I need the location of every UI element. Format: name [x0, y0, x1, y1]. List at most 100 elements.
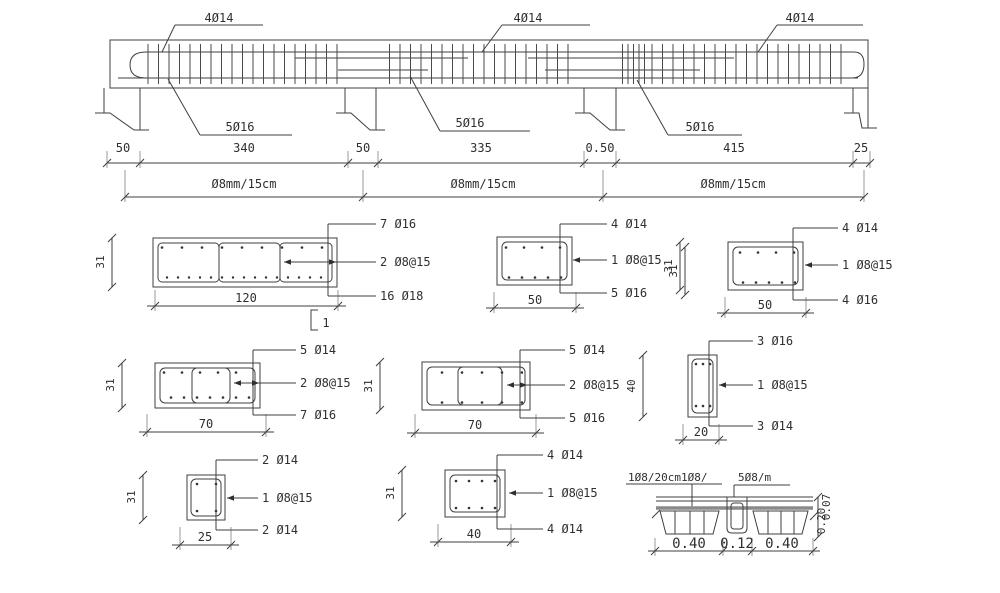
s8-width-dim: 40: [467, 527, 481, 541]
span-dim-1: 340: [233, 141, 255, 155]
top-rebar-label-1: 4Ø14: [205, 11, 234, 25]
s4-mid-label: 2 Ø8@15: [300, 376, 351, 390]
s7-top-label: 2 Ø14: [262, 453, 298, 467]
s6-top-label: 3 Ø16: [757, 334, 793, 348]
top-rebar-callout-1: 4Ø14: [161, 11, 263, 53]
s8-bot-label: 4 Ø14: [547, 522, 583, 536]
support-column-2: [336, 88, 385, 131]
s3-width-dim: 50: [758, 298, 772, 312]
span-dim-3: 335: [470, 141, 492, 155]
slab-width-dimensions: 0.40 0.12 0.40: [648, 536, 820, 556]
span-dim-0: 50: [116, 141, 130, 155]
s5-mid-label: 2 Ø8@15: [569, 378, 620, 392]
rebar-callouts: 3 Ø16 1 Ø8@15 3 Ø14: [708, 334, 808, 433]
s2-width-dim: 50: [528, 293, 542, 307]
support-column-3: [575, 88, 625, 131]
height-dimension: 40: [625, 350, 648, 422]
slab-section: 1Ø8/20cm1Ø8/ 5Ø8/m 0.20 0.07: [626, 471, 833, 556]
rebar-callouts: 4 Ø14 1 Ø8@15 5 Ø16: [559, 217, 662, 300]
width-dimension: 50: [486, 292, 584, 313]
slab-height-dimension: 0.20 0.07: [813, 492, 833, 542]
s4-height-dim: 31: [104, 378, 117, 391]
slab-width-dim-2: 0.40: [765, 536, 799, 552]
beam-outline: [109, 39, 869, 89]
rebar-callouts: 2 Ø14 1 Ø8@15 2 Ø14: [215, 453, 313, 537]
hollow-block-1: [659, 510, 720, 535]
section-s6: 40 20 3 Ø16 1 Ø8@15 3 Ø14: [625, 334, 808, 445]
s5-top-label: 5 Ø14: [569, 343, 605, 357]
top-rebar-callout-2: 4Ø14: [481, 11, 590, 53]
s7-bot-label: 2 Ø14: [262, 523, 298, 537]
s4-top-label: 5 Ø14: [300, 343, 336, 357]
rebar-callouts: 7 Ø16 2 Ø8@15 16 Ø18: [284, 217, 431, 303]
width-dimension: 120: [147, 290, 346, 311]
span-dimension-row: 50 340 50 335 0.50 415 25: [102, 141, 875, 168]
span-dim-2: 50: [356, 141, 370, 155]
stirrup-dimension-row: Ø8mm/15cm Ø8mm/15cm Ø8mm/15cm: [120, 170, 869, 202]
top-rebar-callout-3: 4Ø14: [757, 11, 863, 53]
s1-mid-label: 2 Ø8@15: [380, 255, 431, 269]
height-dimension: 31: [362, 357, 385, 415]
bottom-rebar-label-2: 5Ø16: [456, 116, 485, 130]
beam-elevation: 4Ø14 4Ø14 4Ø14 5Ø16 5Ø16 5Ø16: [95, 11, 877, 136]
s3-height-dim: 31: [667, 264, 680, 277]
s2-mid-label: 1 Ø8@15: [611, 253, 662, 267]
rebar-callouts: 5 Ø14 2 Ø8@15 5 Ø16: [507, 343, 620, 425]
span-dim-5: 415: [723, 141, 745, 155]
s1-top-label: 7 Ø16: [380, 217, 416, 231]
s6-mid-label: 1 Ø8@15: [757, 378, 808, 392]
s7-width-dim: 25: [198, 530, 212, 544]
top-rebar-label-3: 4Ø14: [786, 11, 815, 25]
s8-top-label: 4 Ø14: [547, 448, 583, 462]
slab-width-dim-0: 0.40: [672, 536, 706, 552]
s6-height-dim: 40: [625, 379, 638, 392]
height-dimension: 31: [662, 237, 685, 295]
s6-bot-label: 3 Ø14: [757, 419, 793, 433]
s3-mid-label: 1 Ø8@15: [842, 258, 893, 272]
bottom-rebar-label-3: 5Ø16: [686, 120, 715, 134]
slab-rib: [726, 497, 748, 534]
top-rebar-label-2: 4Ø14: [514, 11, 543, 25]
section-s5: 31 70 5 Ø14 2 Ø8@15 5 Ø16: [362, 343, 620, 438]
s6-width-dim: 20: [694, 425, 708, 439]
height-dimension: 31: [667, 242, 690, 300]
width-dimension: 40: [430, 524, 519, 547]
span-dim-4: 0.50: [586, 141, 615, 155]
width-dimension: 70: [407, 414, 544, 438]
s1-width-dim: 120: [235, 291, 257, 305]
s5-height-dim: 31: [362, 379, 375, 392]
s2-height-dim: 31: [662, 259, 675, 272]
s5-width-dim: 70: [468, 418, 482, 432]
width-dimension: 70: [139, 414, 274, 437]
height-dimension: 31: [384, 465, 407, 522]
bottom-rebar-label-1: 5Ø16: [226, 120, 255, 134]
s2-bot-label: 5 Ø16: [611, 286, 647, 300]
width-dimension: 50: [717, 297, 814, 318]
section-s4: 31 70 5 Ø14 2 Ø8@15 7 Ø16: [104, 343, 351, 437]
s3-top-label: 4 Ø14: [842, 221, 878, 235]
s4-bot-label: 7 Ø16: [300, 408, 336, 422]
section-s7: 31 25 2 Ø14 1 Ø8@15 2 Ø14: [125, 453, 313, 550]
s5-bot-label: 5 Ø16: [569, 411, 605, 425]
s7-height-dim: 31: [125, 490, 138, 503]
section-s3: 31 50 4 Ø14 1 Ø8@15 4 Ø16: [667, 221, 893, 318]
s1-height-dim: 31: [94, 255, 107, 268]
slab-height-dim-topping: 0.07: [820, 494, 833, 521]
section-s8: 31 40 4 Ø14 1 Ø8@15 4 Ø14: [384, 448, 598, 547]
slab-label-right: 5Ø8/m: [738, 471, 771, 484]
s1-bot-label: 16 Ø18: [380, 289, 423, 303]
stirrup-dim-1: Ø8mm/15cm: [450, 177, 515, 191]
support-column-4: [844, 88, 877, 129]
width-dimension: 25: [172, 527, 239, 550]
bottom-rebar-callout-3: 5Ø16: [636, 79, 742, 136]
slab-width-dim-1: 0.12: [720, 536, 754, 552]
s1-section-mark: 1: [322, 316, 329, 330]
height-dimension: 31: [125, 470, 148, 525]
span-dim-6: 25: [854, 141, 868, 155]
stirrup-zone-dense: [620, 44, 646, 84]
support-column-1: [95, 88, 149, 131]
s8-height-dim: 31: [384, 486, 397, 499]
bottom-rebar-callout-1: 5Ø16: [167, 78, 292, 136]
